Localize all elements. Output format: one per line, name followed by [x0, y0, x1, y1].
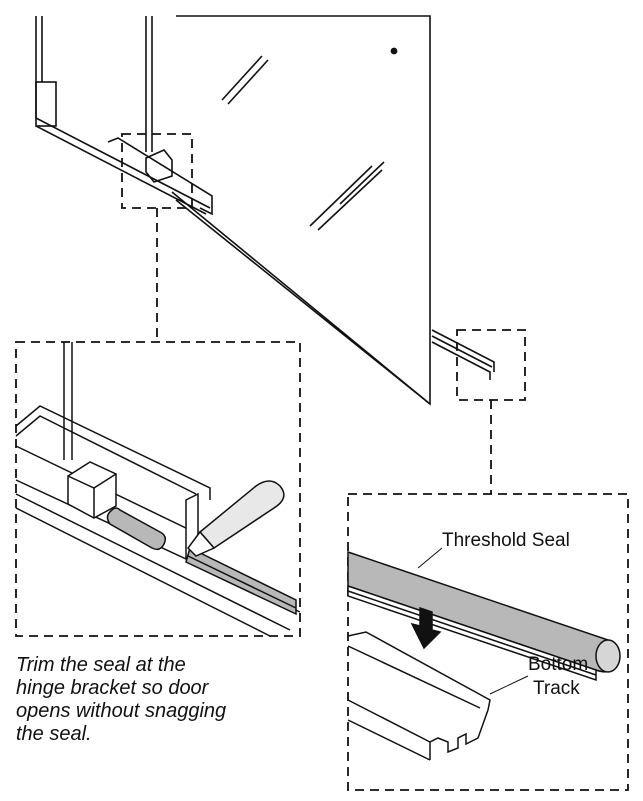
detail-box-seal: [347, 493, 629, 791]
caption-line-2: hinge bracket so door: [16, 677, 209, 699]
detail-hinge-cube: [67, 461, 117, 519]
door-overview: [35, 15, 495, 406]
bottom-track-lip: [347, 645, 481, 709]
bracket-rail: [107, 137, 213, 216]
detail-seal-strip-edge: [187, 555, 297, 609]
glass-reflection-3: [309, 165, 373, 227]
callout-box-hinge: [121, 133, 193, 209]
bottom-track-side: [347, 699, 431, 743]
detail-glass-top: [15, 405, 211, 500]
label-threshold-seal: Threshold Seal: [442, 530, 570, 551]
detail-glass-mid: [15, 415, 197, 495]
instruction-caption: Trim the seal at the hinge bracket so do…: [16, 654, 326, 746]
hinge-bracket: [145, 149, 173, 183]
detail-trim-seal: [15, 342, 301, 637]
labels: Threshold Seal Bottom Track: [417, 530, 588, 699]
detail-base-2: [15, 493, 291, 631]
glass-reflection-1: [221, 55, 263, 101]
label-bottom-track-line2: Track: [533, 678, 580, 699]
detail-base-3: [15, 507, 271, 637]
label-bottom-track-line1: Bottom: [528, 654, 588, 675]
utility-knife: [198, 480, 285, 549]
leader-bottom-track: [489, 675, 529, 695]
callouts: [15, 133, 629, 791]
base-line-bottom: [35, 125, 207, 215]
bottom-track-profile: [429, 709, 489, 760]
handle-hole: [390, 47, 398, 55]
caption-line-3: opens without snagging: [16, 700, 227, 722]
base-line-top: [35, 117, 211, 209]
threshold-seal-end: [595, 639, 621, 673]
glass-door-outline: [175, 15, 431, 406]
knife-blade: [187, 530, 216, 557]
down-arrow: [410, 606, 442, 650]
callout-box-track: [456, 329, 526, 401]
detail-box-trim: [15, 341, 301, 637]
caption-line-4: the seal.: [16, 723, 92, 745]
track-stub-top: [431, 329, 495, 372]
glass-door-bottom: [171, 191, 431, 405]
caption-line-1: Trim the seal at the: [16, 654, 186, 676]
track-stub-mid: [431, 335, 493, 368]
glass-reflection-4: [317, 169, 383, 231]
detail-seal-track: [347, 550, 621, 761]
glass-reflection-5: [339, 161, 385, 205]
track-stub-bottom: [431, 341, 491, 380]
threshold-seal-flange-line: [347, 590, 597, 676]
bottom-track-base: [347, 719, 431, 761]
detail-seal-cut: [106, 507, 167, 551]
fixed-panel-notch: [35, 81, 57, 127]
bottom-track-top: [347, 631, 491, 711]
leader-threshold-seal: [417, 547, 443, 569]
glass-reflection-2: [227, 59, 269, 105]
